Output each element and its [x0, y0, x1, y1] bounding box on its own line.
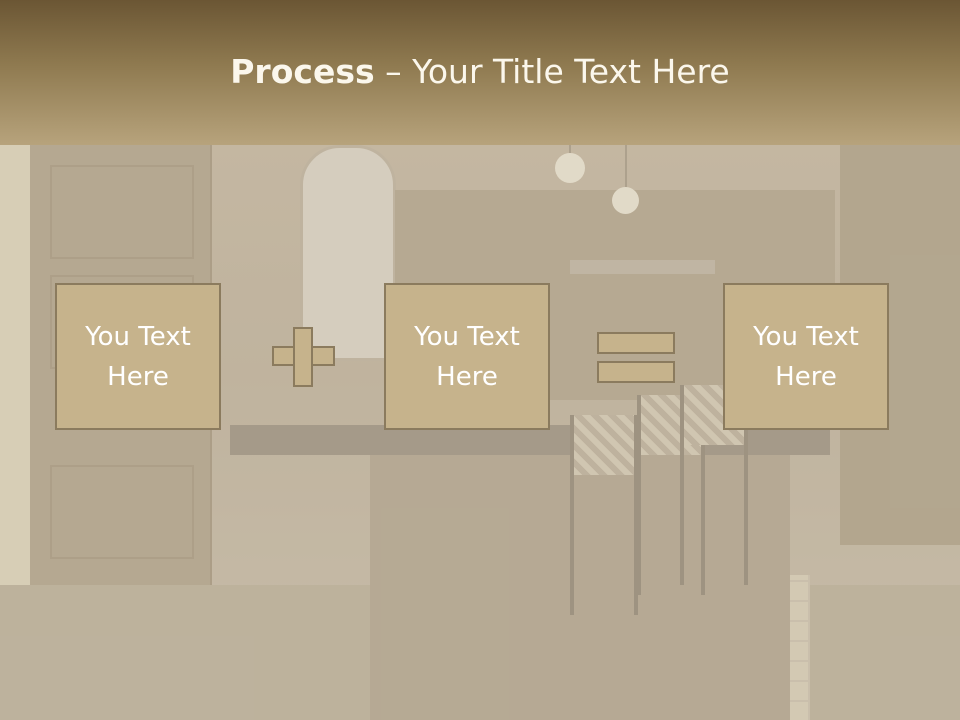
process-box-1: You Text Here — [55, 283, 221, 430]
process-box-2-label: You Text Here — [414, 321, 520, 392]
title-rest: – Your Title Text Here — [374, 52, 730, 91]
slide-title: Process – Your Title Text Here — [0, 52, 960, 91]
process-box-2: You Text Here — [384, 283, 550, 430]
process-box-3: You Text Here — [723, 283, 889, 430]
background-photo — [0, 145, 960, 720]
title-bold: Process — [230, 52, 375, 91]
process-box-1-label: You Text Here — [85, 321, 191, 392]
title-bar: Process – Your Title Text Here — [0, 0, 960, 145]
process-box-3-label: You Text Here — [753, 321, 859, 392]
